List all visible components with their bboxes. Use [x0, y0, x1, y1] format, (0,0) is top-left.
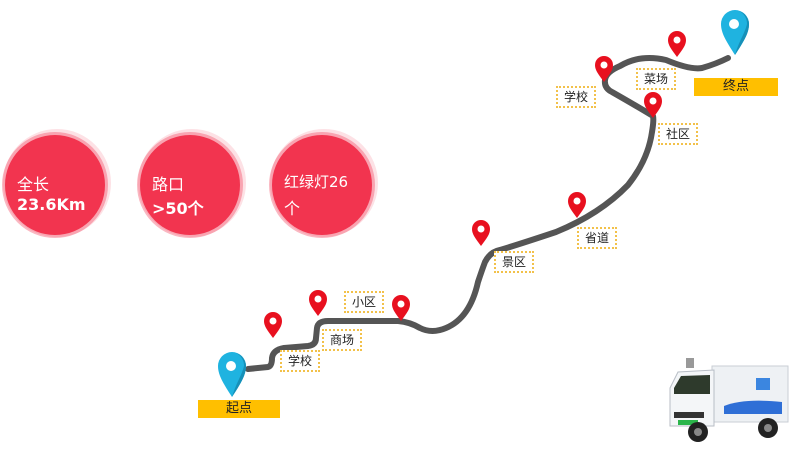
end-pin-icon	[721, 10, 749, 55]
waypoint-label-school: 学校	[280, 350, 321, 372]
waypoint-label-community: 社区	[658, 123, 699, 145]
waypoint-label-market: 菜场	[636, 68, 677, 90]
waypoint-label-scenic: 景区	[494, 251, 535, 273]
end-label: 终点	[694, 78, 778, 96]
autonomous-truck-image	[669, 358, 789, 442]
start-label: 起点	[198, 400, 280, 418]
stat-total-length: 全长 23.6Km	[5, 135, 105, 235]
start-pin-icon	[218, 352, 246, 397]
stat-value: 23.6Km	[17, 195, 86, 214]
stat-label: 路口	[152, 175, 185, 194]
pin-icon	[264, 31, 686, 338]
waypoint-label-provincial-road: 省道	[577, 227, 618, 249]
waypoint-label-mall: 商场	[322, 329, 363, 351]
stat-traffic-lights: 红绿灯26 个	[272, 135, 372, 235]
stat-label: 红绿灯26	[284, 173, 349, 191]
road-path	[245, 55, 731, 372]
waypoint-label-school-2: 学校	[556, 86, 597, 108]
stat-value: 个	[284, 199, 301, 218]
stat-label: 全长	[17, 175, 50, 194]
waypoint-label-residential: 小区	[344, 291, 385, 313]
stat-intersections: 路口 >50个	[140, 135, 240, 235]
stat-value: >50个	[152, 199, 204, 218]
